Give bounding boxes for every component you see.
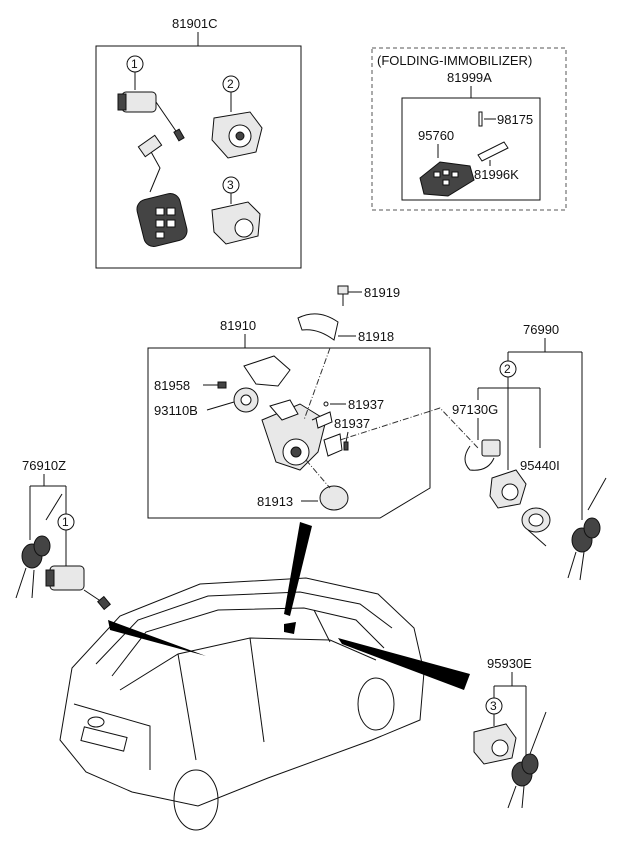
kit-95930E-label: 95930E — [487, 656, 532, 671]
part-81919-label: 81919 — [364, 285, 400, 300]
steering-lock-body — [261, 399, 327, 471]
part-81937-label-2: 81937 — [334, 416, 370, 431]
part-81937-label-1: 81937 — [348, 397, 384, 412]
part-81996K-label: 81996K — [474, 167, 519, 182]
kit-81901C-group: 81901C 1 2 — [95, 16, 302, 269]
lock-cap — [319, 485, 349, 511]
part-93110B-label: 93110B — [154, 403, 198, 418]
lock-set-81910-group: 81910 81958 93110B 81937 81937 81913 — [147, 318, 431, 519]
right-ignition-cylinder — [489, 469, 527, 509]
set-76990-group: 76990 2 97130G 95440I — [452, 322, 607, 581]
part-95760-label: 95760 — [418, 128, 454, 143]
callout-2-top: 2 — [227, 77, 234, 91]
kit-76910Z-label: 76910Z — [22, 458, 66, 473]
kit-81999A-label: 81999A — [447, 70, 492, 85]
pointer-wedge-lockset — [284, 522, 312, 616]
ignition-lock: 2 — [211, 75, 263, 159]
kit-81901C-box — [95, 45, 302, 269]
left-keys — [15, 493, 63, 599]
folding-box — [371, 47, 567, 211]
part-97130G-label: 97130G — [452, 402, 498, 417]
part-81918-label: 81918 — [358, 329, 394, 344]
bottom-trunk-lock — [473, 723, 517, 765]
antenna-coil-ring — [464, 439, 501, 471]
door-lock-cylinder: 1 — [117, 55, 185, 142]
car-illustration — [59, 577, 425, 831]
kit-81910-label: 81910 — [220, 318, 256, 333]
immobilizer-antenna — [233, 355, 291, 413]
kit-81901C-label: 81901C — [172, 16, 218, 31]
set-76910Z-group: 76910Z 1 — [15, 458, 111, 611]
pointer-wedge-right — [338, 638, 470, 690]
folding-immobilizer-group: (FOLDING-IMMOBILIZER) 81999A 95760 98175… — [371, 47, 567, 211]
callout-3-bottom: 3 — [490, 699, 497, 713]
part-98175-label: 98175 — [497, 112, 533, 127]
folding-key-fob — [419, 161, 475, 197]
part-81913-label: 81913 — [257, 494, 293, 509]
folding-header: (FOLDING-IMMOBILIZER) — [377, 53, 532, 68]
callout-1-left: 1 — [62, 515, 69, 529]
part-81958-label: 81958 — [154, 378, 190, 393]
callout-2-right: 2 — [504, 362, 511, 376]
right-keys — [567, 477, 607, 581]
left-door-cylinder — [45, 565, 111, 611]
part-95440I-label: 95440I — [520, 458, 560, 473]
key-fob-top — [136, 134, 188, 247]
trunk-lock: 3 — [211, 176, 261, 245]
callout-1-top: 1 — [131, 57, 138, 71]
lock-set-box — [147, 347, 431, 519]
pointer-wedge-left — [108, 620, 206, 656]
blade-key — [477, 141, 509, 162]
set-95930E-group: 95930E 3 — [473, 656, 547, 809]
kit-76990-label: 76990 — [523, 322, 559, 337]
callout-3-top: 3 — [227, 178, 234, 192]
bottom-keys — [507, 711, 547, 809]
transponder-chip — [478, 111, 483, 127]
bolt-81919: 81919 — [337, 285, 400, 306]
bracket-81918: 81918 — [297, 313, 394, 344]
kit-81999A-box — [401, 97, 541, 201]
right-lock-ring — [521, 507, 551, 547]
